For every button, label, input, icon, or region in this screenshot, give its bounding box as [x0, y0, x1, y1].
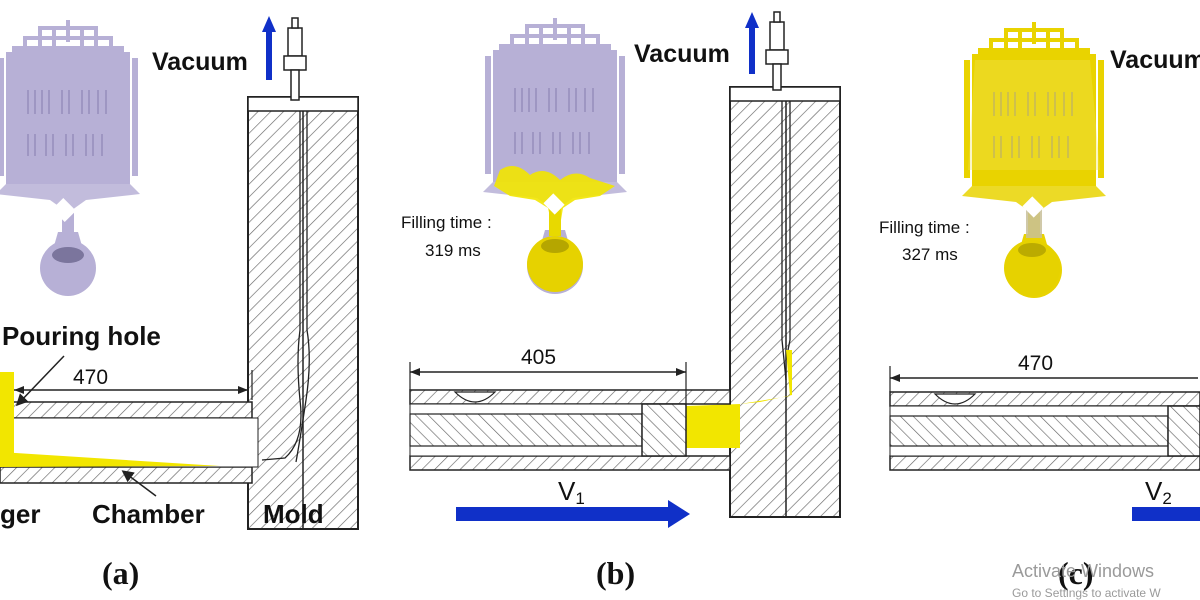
panel-label-c: (c) — [1058, 555, 1094, 591]
dimension-470-a — [14, 370, 253, 400]
vacuum-arrow-b — [745, 12, 759, 74]
dim-label-a: 470 — [73, 366, 108, 389]
dim-label-b: 405 — [521, 346, 556, 369]
watermark-line2: Go to Settings to activate W — [1012, 586, 1161, 600]
pour-stream-a — [0, 372, 14, 462]
melt-a — [0, 452, 220, 467]
velocity-arrow-v2 — [1132, 507, 1200, 521]
chamber-pointer — [121, 470, 157, 497]
biscuit-b — [527, 236, 583, 292]
chamber-b — [409, 389, 731, 471]
plunger-rod-c — [889, 415, 1169, 447]
biscuit-c — [1004, 240, 1060, 296]
filling-time-b-line2: 319 ms — [425, 241, 481, 260]
v1-label: V1 — [558, 476, 585, 508]
gate-diamond-a — [51, 197, 77, 223]
v2-label: V2 — [1145, 476, 1172, 508]
vacuum-arrow-a — [262, 16, 276, 80]
plunger-tip-c — [1167, 405, 1200, 457]
panel-b: Filling time : 319 ms Vacuum — [401, 11, 841, 591]
vacuum-label-c: Vacuum — [1110, 46, 1200, 74]
filling-time-c-line2: 327 ms — [902, 245, 958, 264]
pouring-hole-pointer — [15, 355, 65, 407]
filling-time-b-line1: Filling time : — [401, 213, 492, 232]
dimension-405-b — [409, 362, 687, 404]
dim-label-c: 470 — [1018, 352, 1053, 375]
chamber-c — [889, 391, 1200, 471]
mold-b — [686, 86, 841, 518]
chamber-a — [0, 372, 259, 484]
mold-a — [247, 96, 359, 530]
dimension-470-c — [889, 366, 1198, 392]
plunger-tip-b — [641, 403, 687, 457]
plunger-label: ger — [0, 499, 40, 529]
velocity-arrow-v1 — [456, 500, 690, 528]
vacuum-label-b: Vacuum — [634, 40, 730, 68]
melt-in-cavity-b — [686, 350, 792, 448]
pouring-hole-label: Pouring hole — [2, 321, 161, 351]
vacuum-valve-b — [765, 11, 789, 91]
chamber-label: Chamber — [92, 499, 205, 529]
panel-label-b: (b) — [596, 555, 635, 591]
watermark-line1: Activate Windows — [1012, 561, 1154, 581]
plunger-rod-b — [409, 413, 643, 447]
panel-label-a: (a) — [102, 555, 139, 591]
panel-a: Vacuum 470 Pouring hole ger Chamber Mold… — [0, 16, 359, 591]
vacuum-label-a: Vacuum — [152, 48, 248, 76]
vacuum-valve-a — [283, 17, 307, 101]
mold-label: Mold — [263, 499, 324, 529]
filling-time-c-line1: Filling time : — [879, 218, 970, 237]
panel-c: Filling time : 327 ms Vacuum 470 V2 (c) … — [879, 21, 1200, 600]
